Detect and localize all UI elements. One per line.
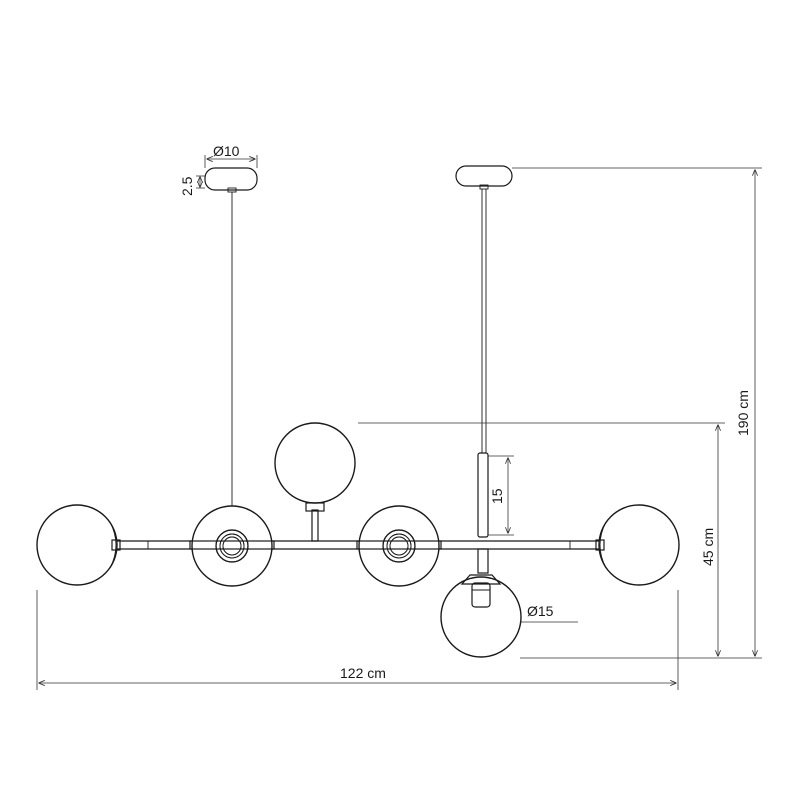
vertical-rod bbox=[477, 452, 489, 538]
globe-inner-right bbox=[358, 505, 440, 587]
dimension-total-width bbox=[36, 590, 679, 690]
left-ceiling-canopy bbox=[204, 167, 258, 193]
label-globe-diameter: Ø15 bbox=[527, 603, 554, 619]
dimension-fixture-height bbox=[358, 422, 725, 656]
right-suspension-wire bbox=[481, 189, 487, 453]
dimension-rod-length bbox=[488, 455, 514, 536]
dimension-canopy-diameter bbox=[204, 155, 258, 168]
label-total-height: 190 cm bbox=[735, 390, 751, 436]
label-rod-length: 15 bbox=[489, 488, 505, 504]
label-canopy-diameter: Ø10 bbox=[213, 143, 240, 159]
globe-outer-left bbox=[36, 504, 121, 586]
globe-inner-left bbox=[191, 505, 273, 587]
label-canopy-height: 2.5 bbox=[179, 176, 195, 196]
label-total-width: 122 cm bbox=[340, 665, 386, 681]
globe-upper bbox=[274, 422, 356, 542]
dimension-total-height bbox=[512, 167, 762, 659]
right-ceiling-canopy bbox=[455, 165, 513, 190]
globe-outer-right bbox=[595, 504, 680, 586]
globe-lower bbox=[440, 548, 522, 658]
dimension-canopy-height bbox=[196, 175, 205, 189]
label-fixture-height: 45 cm bbox=[700, 528, 716, 566]
